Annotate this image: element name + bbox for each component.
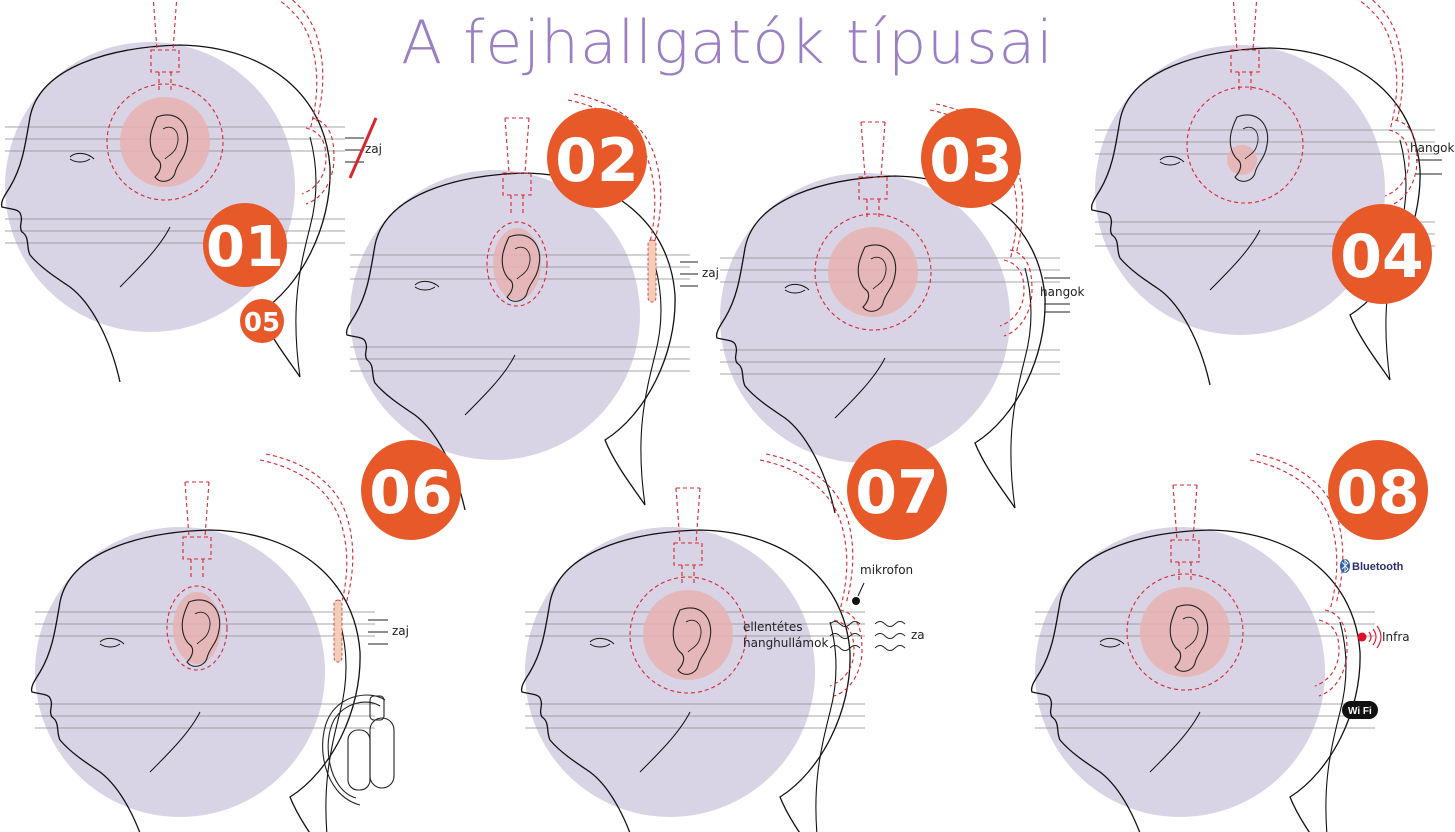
noise-label: zaj [365,142,382,156]
badge-06: 06 [361,440,461,540]
panel-04: hangok [1090,0,1455,386]
badge-04: 04 [1332,204,1432,304]
sounds-label: hangok [1040,285,1085,299]
anti-waves-label: hanghullámok [743,636,828,650]
anti-waves-label: ellentétes [743,620,802,634]
badge-03: 03 [921,108,1021,208]
strike-icon [348,117,378,179]
panel-06: zaj [30,453,409,832]
badge-05: 05 [240,299,284,343]
infrared-icon [1357,625,1382,649]
sounds-label: hangok [1410,141,1455,155]
folded-headphone-icon [322,694,395,806]
svg-text:06: 06 [369,458,453,528]
sound-wave-icon [829,621,906,651]
svg-text:03: 03 [929,126,1013,196]
panel-08: Bluetooth Infra Wi Fi [1030,453,1410,832]
bluetooth-label: Bluetooth [1352,561,1404,573]
panel-01: zaj [0,0,382,383]
svg-text:04: 04 [1340,222,1424,292]
noise-label: zaj [392,624,409,638]
badge-07: 07 [847,440,947,540]
svg-text:02: 02 [555,126,639,196]
microphone-icon [852,597,860,605]
badge-02: 02 [547,108,647,208]
noise-label: za [911,628,925,642]
svg-text:07: 07 [855,458,939,528]
svg-text:01: 01 [206,215,284,280]
noise-label: zaj [702,266,719,280]
panel-03: hangok [715,103,1085,514]
svg-text:Wi Fi: Wi Fi [1348,706,1372,717]
bluetooth-icon [1340,558,1350,574]
panel-07: mikrofon ellentétes hanghullámok za [520,453,925,832]
panel-02: zaj [345,93,719,511]
page-title: A fejhallgatók típusai [401,8,1054,78]
badge-01: 01 [203,203,287,287]
infra-label: Infra [1382,630,1410,644]
wifi-icon: Wi Fi [1342,701,1378,719]
svg-text:05: 05 [244,308,280,338]
microphone-label: mikrofon [860,563,913,577]
svg-text:08: 08 [1336,458,1420,528]
badge-08: 08 [1328,440,1428,540]
